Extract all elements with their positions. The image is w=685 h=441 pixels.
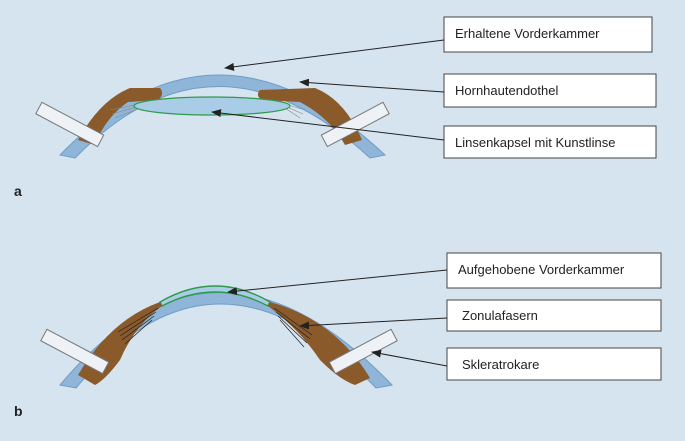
iris-left-b (78, 302, 162, 385)
trocar-right-b (328, 328, 398, 375)
iris-left-a (78, 88, 163, 145)
callout-b-2-text: Zonulafasern (462, 308, 538, 323)
callout-b-3: Skleratrokare (371, 347, 662, 381)
callout-b-1-text: Aufgehobene Vorderkammer (458, 262, 625, 277)
panel-b-label: b (14, 403, 23, 419)
callout-a-3: Linsenkapsel mit Kunstlinse (211, 109, 657, 159)
zonula-fibers-b (117, 307, 313, 348)
trocar-left-b (40, 328, 110, 375)
trocar-right-a (320, 101, 390, 148)
panel-a (35, 74, 390, 159)
trocar-left-a (35, 101, 105, 148)
callout-b-3-text: Skleratrokare (462, 357, 539, 372)
panel-a-label: a (14, 183, 22, 199)
panel-b (40, 285, 398, 389)
callout-b-2: Zonulafasern (299, 299, 662, 332)
callout-b-1: Aufgehobene Vorderkammer (227, 252, 662, 296)
callout-a-1: Erhaltene Vorderkammer (224, 16, 653, 71)
callout-a-3-text: Linsenkapsel mit Kunstlinse (455, 135, 615, 150)
callout-a-2-text: Hornhautendothel (455, 83, 558, 98)
callout-a-1-text: Erhaltene Vorderkammer (455, 26, 600, 41)
callout-a-2: Hornhautendothel (299, 73, 657, 108)
